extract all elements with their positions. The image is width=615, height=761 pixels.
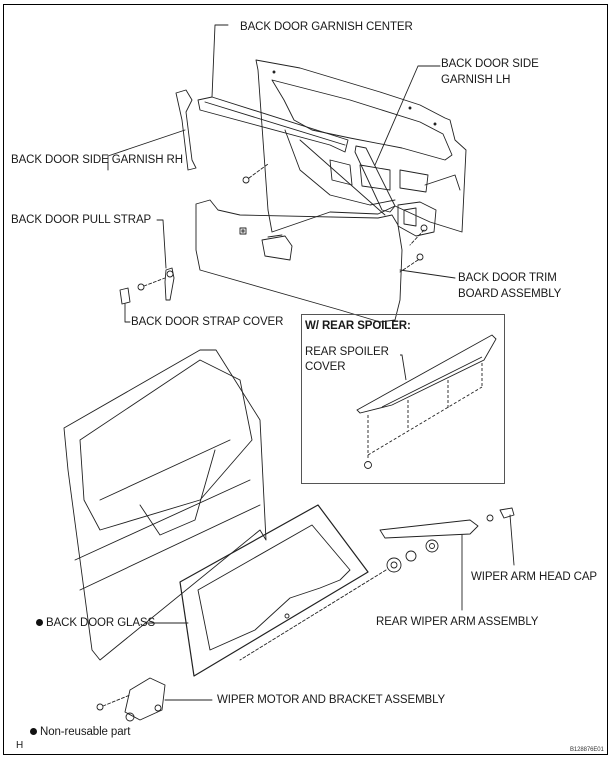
label-back-door-glass-text: BACK DOOR GLASS xyxy=(46,617,156,629)
side-garnish-rh-part xyxy=(175,89,197,171)
legend-dot-icon xyxy=(30,728,37,735)
label-side-garnish-lh-1: BACK DOOR SIDE xyxy=(441,58,539,70)
figure-frame xyxy=(3,4,608,755)
legend-text: Non-reusable part xyxy=(40,726,131,738)
leader-side-garnish-rh xyxy=(107,129,186,171)
label-side-garnish-rh: BACK DOOR SIDE GARNISH RH xyxy=(11,154,183,166)
legend: Non-reusable part xyxy=(30,725,130,739)
wiper-motor-part xyxy=(96,677,166,722)
outer-back-door-part xyxy=(63,349,267,661)
label-wiper-arm-head-cap: WIPER ARM HEAD CAP xyxy=(471,571,597,583)
strap-cover-part xyxy=(119,287,131,305)
label-strap-cover: BACK DOOR STRAP COVER xyxy=(131,316,284,328)
corner-letter: H xyxy=(16,740,24,751)
label-pull-strap: BACK DOOR PULL STRAP xyxy=(11,214,152,226)
side-garnish-lh-part xyxy=(354,145,396,213)
garnish-center-part xyxy=(197,96,349,153)
back-door-glass-part xyxy=(179,504,369,677)
inset-heading: W/ REAR SPOILER: xyxy=(305,320,411,332)
leader-pull-strap xyxy=(156,219,167,269)
back-door-panel xyxy=(255,59,467,237)
leader-strap-cover xyxy=(124,303,131,323)
label-side-garnish-lh-2: GARNISH LH xyxy=(441,74,511,86)
label-back-door-glass: BACK DOOR GLASS xyxy=(36,616,155,630)
pull-strap-part xyxy=(137,267,175,301)
leader-garnish-center xyxy=(211,24,229,98)
rear-spoiler-inset: W/ REAR SPOILER: REAR SPOILER COVER xyxy=(301,314,505,484)
rear-spoiler-part xyxy=(356,334,497,469)
leader-side-garnish-lh xyxy=(374,65,441,166)
figure-code: B128876E01 xyxy=(570,747,604,753)
label-wiper-motor: WIPER MOTOR AND BRACKET ASSEMBLY xyxy=(217,694,446,706)
leader-wiper-arm-head-cap xyxy=(509,514,515,566)
label-spoiler-cover-2: COVER xyxy=(305,361,346,373)
label-rear-wiper-arm: REAR WIPER ARM ASSEMBLY xyxy=(376,616,539,628)
label-spoiler-cover-1: REAR SPOILER xyxy=(305,346,389,358)
trim-board-part xyxy=(195,199,403,323)
wiper-arm-part xyxy=(379,507,515,539)
label-garnish-center: BACK DOOR GARNISH CENTER xyxy=(240,21,413,33)
non-reusable-dot-icon xyxy=(36,619,43,626)
wiper-seals xyxy=(239,539,439,661)
leader-trim-board xyxy=(399,269,456,279)
clip-fasteners xyxy=(242,163,428,273)
label-trim-board-2: BOARD ASSEMBLY xyxy=(458,288,562,300)
label-trim-board-1: BACK DOOR TRIM xyxy=(458,272,557,284)
